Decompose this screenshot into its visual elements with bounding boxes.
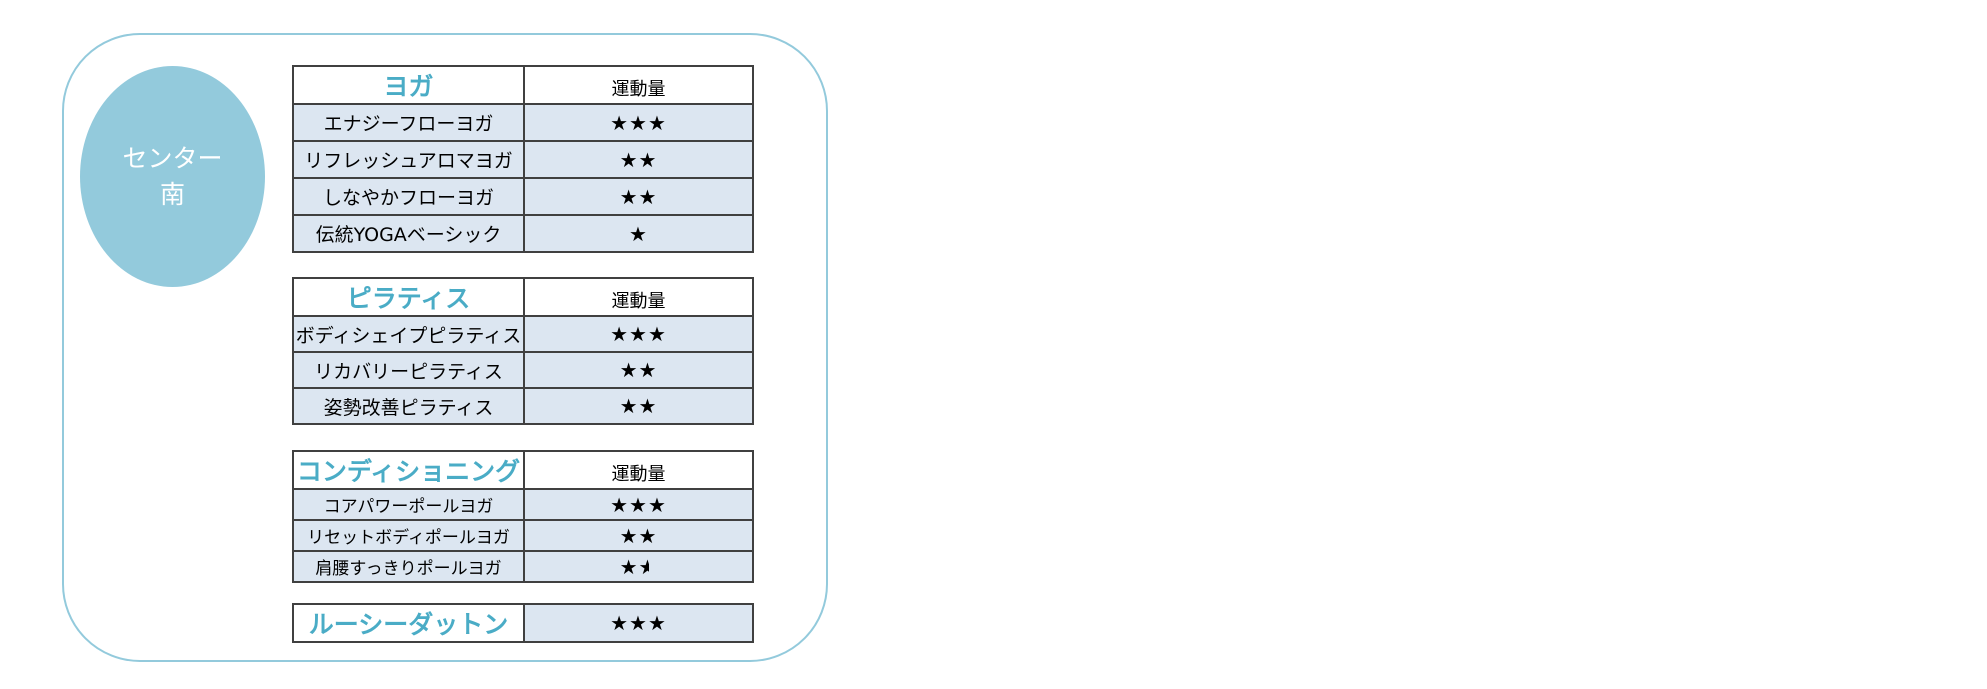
intensity-stars: ★★★ [523, 603, 754, 643]
class-name: エナジーフローヨガ [292, 103, 525, 142]
table-row: コアパワーポールヨガ ★★★ [292, 488, 754, 521]
center-name-line2: 南 [159, 179, 185, 209]
center-badge: センター 南 [80, 66, 265, 287]
intensity-stars: ★★★ [523, 550, 754, 583]
conditioning-table: コンディショニング 運動量 コアパワーポールヨガ ★★★ リセットボディポールヨ… [292, 450, 754, 583]
yoga-table: ヨガ 運動量 エナジーフローヨガ ★★★ リフレッシュアロマヨガ ★★ しなやか… [292, 65, 754, 253]
table-row: ボディシェイプピラティス ★★★ [292, 315, 754, 353]
table-row: リフレッシュアロマヨガ ★★ [292, 140, 754, 179]
intensity-stars: ★★ [523, 140, 754, 179]
class-name: リセットボディポールヨガ [292, 519, 525, 552]
class-name: リカバリーピラティス [292, 351, 525, 389]
intensity-stars: ★★★ [523, 488, 754, 521]
pilates-table: ピラティス 運動量 ボディシェイプピラティス ★★★ リカバリーピラティス ★★… [292, 277, 754, 425]
table-row: しなやかフローヨガ ★★ [292, 177, 754, 216]
intensity-stars: ★★★ [523, 315, 754, 353]
category-title: ルーシーダットン [292, 603, 525, 643]
class-name: ボディシェイプピラティス [292, 315, 525, 353]
metric-header: 運動量 [523, 277, 754, 317]
table-row: 姿勢改善ピラティス ★★ [292, 387, 754, 425]
intensity-stars: ★★ [523, 519, 754, 552]
class-name: コアパワーポールヨガ [292, 488, 525, 521]
class-name: しなやかフローヨガ [292, 177, 525, 216]
intensity-stars: ★★ [523, 351, 754, 389]
category-title: ヨガ [292, 65, 525, 105]
half-star-icon: ★★ [639, 555, 658, 579]
intensity-stars: ★ [523, 214, 754, 253]
center-frame [62, 33, 828, 662]
table-row: 肩腰すっきりポールヨガ ★★★ [292, 550, 754, 583]
class-name: 肩腰すっきりポールヨガ [292, 550, 525, 583]
intensity-stars: ★★ [523, 387, 754, 425]
category-title: コンディショニング [292, 450, 525, 490]
full-star-icon: ★ [619, 554, 639, 579]
category-title: ピラティス [292, 277, 525, 317]
table-row: エナジーフローヨガ ★★★ [292, 103, 754, 142]
table-row: リセットボディポールヨガ ★★ [292, 519, 754, 552]
table-row: リカバリーピラティス ★★ [292, 351, 754, 389]
intensity-stars: ★★★ [523, 103, 754, 142]
center-name-line1: センター [122, 143, 223, 173]
metric-header: 運動量 [523, 450, 754, 490]
intensity-stars: ★★ [523, 177, 754, 216]
class-name: 姿勢改善ピラティス [292, 387, 525, 425]
class-name: リフレッシュアロマヨガ [292, 140, 525, 179]
table-row: 伝統YOGAベーシック ★ [292, 214, 754, 253]
lucy-datton-table: ルーシーダットン ★★★ [292, 603, 754, 643]
class-name: 伝統YOGAベーシック [292, 214, 525, 253]
metric-header: 運動量 [523, 65, 754, 105]
